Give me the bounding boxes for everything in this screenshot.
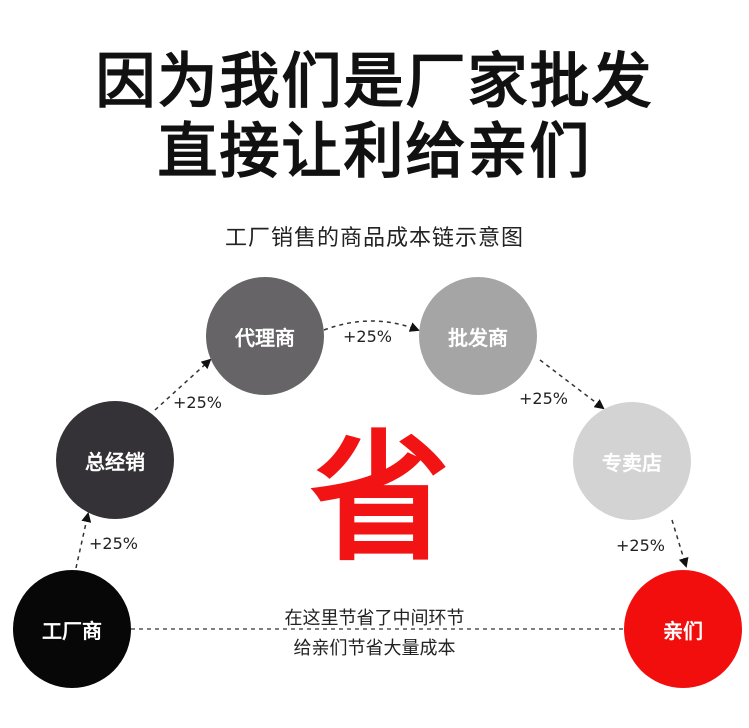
markup-label-2: +25% (173, 393, 222, 412)
headline-line-1: 因为我们是厂家批发 (95, 47, 654, 117)
connector-agent-to-wholesaler (323, 320, 420, 332)
markup-label-5: +25% (616, 536, 665, 555)
node-exclusive-store: 专卖店 (573, 402, 691, 520)
connector-wholesaler-to-store (539, 359, 605, 410)
markup-label-1: +25% (89, 534, 138, 553)
connector-factory-to-distributor (75, 512, 92, 569)
savings-note-line-1: 在这里节省了中间环节 (284, 608, 465, 629)
node-customers: 亲们 (624, 570, 742, 688)
node-factory: 工厂商 (13, 570, 131, 688)
headline-line-2: 直接让利给亲们 (157, 117, 592, 187)
node-agent: 代理商 (206, 277, 324, 395)
node-general-distributor: 总经销 (56, 401, 174, 519)
markup-label-3: +25% (343, 327, 392, 346)
connector-store-to-customers (671, 519, 689, 568)
savings-note-line-2: 给亲们节省大量成本 (293, 638, 456, 659)
markup-label-4: +25% (519, 389, 568, 408)
diagram-subtitle: 工厂销售的商品成本链示意图 (224, 226, 524, 251)
node-wholesaler: 批发商 (419, 277, 537, 395)
save-character: 省 (309, 418, 450, 581)
